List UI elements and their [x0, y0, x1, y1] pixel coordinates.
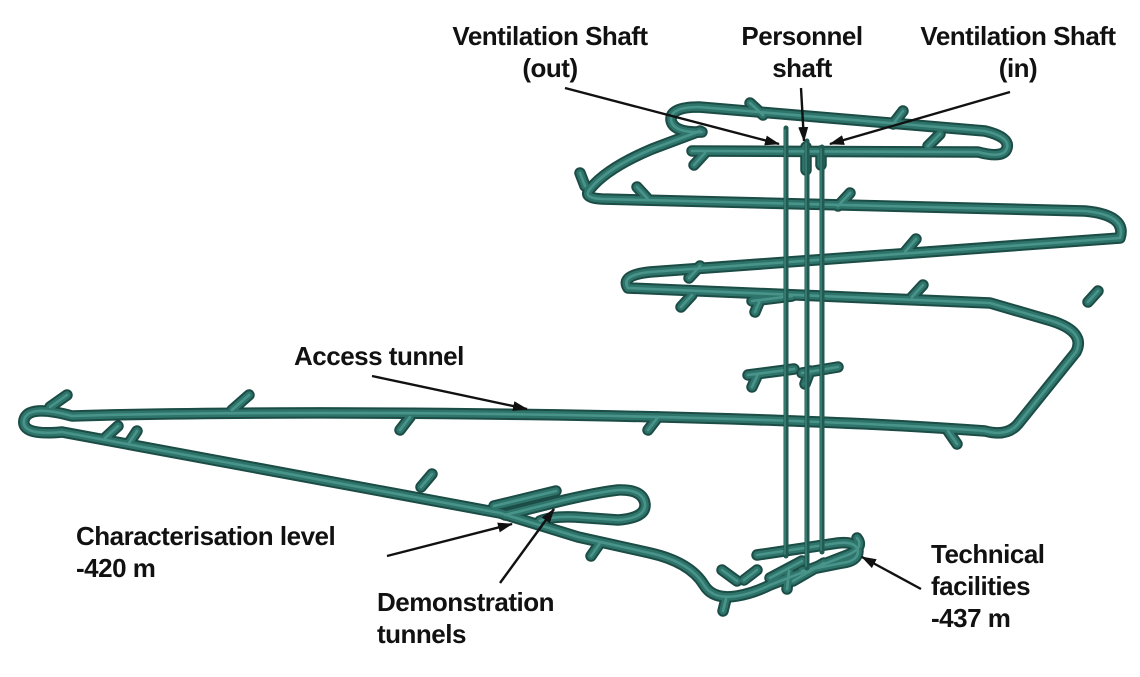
arrow-technical-facilities: [861, 555, 922, 591]
label-technical-facilities: Technical facilities -437 m: [931, 538, 1045, 634]
label-characterisation-level: Characterisation level -420 m: [76, 520, 336, 584]
annotation-arrows: [371, 86, 1011, 591]
label-line: facilities: [931, 571, 1031, 601]
label-demonstration-tunnels: Demonstration tunnels: [377, 586, 554, 650]
arrow-ventilation-in: [829, 90, 1011, 146]
label-line: (in): [998, 53, 1038, 83]
vertical-shafts: [783, 125, 825, 571]
arrow-demonstration-tunnels: [499, 508, 555, 584]
label-line: Characterisation level: [76, 521, 336, 551]
label-line: Access tunnel: [294, 341, 464, 371]
label-line: Technical: [931, 539, 1045, 569]
label-access-tunnel: Access tunnel: [294, 340, 464, 372]
label-line: Ventilation Shaft: [920, 21, 1116, 51]
label-line: shaft: [772, 53, 832, 83]
label-line: (out): [522, 53, 578, 83]
label-line: tunnels: [377, 619, 466, 649]
label-ventilation-shaft-in: Ventilation Shaft (in): [903, 20, 1133, 84]
label-line: Demonstration: [377, 587, 554, 617]
label-ventilation-shaft-out: Ventilation Shaft (out): [440, 20, 660, 84]
label-line: -420 m: [76, 553, 156, 583]
arrow-characterisation-level: [386, 522, 513, 558]
label-personnel-shaft: Personnel shaft: [692, 20, 912, 84]
arrow-access-tunnel: [371, 374, 528, 411]
arrow-personnel-shaft: [798, 87, 809, 142]
label-line: -437 m: [931, 603, 1011, 633]
label-line: Personnel: [741, 21, 863, 51]
label-line: Ventilation Shaft: [452, 21, 648, 51]
arrow-ventilation-out: [564, 86, 780, 146]
